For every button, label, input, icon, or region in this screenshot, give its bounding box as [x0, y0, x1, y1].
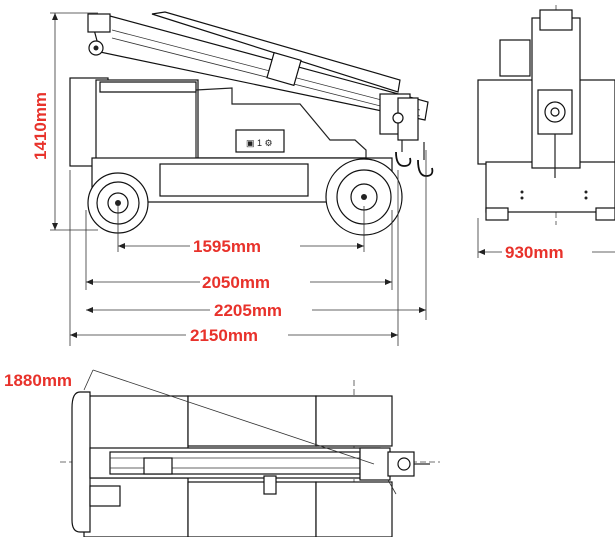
wheelbase-dimension-label: 1595mm: [193, 237, 261, 256]
boom: [87, 11, 429, 141]
top-view: [60, 369, 440, 537]
side-view: ▣ 1 ⚙: [50, 11, 434, 346]
front-view: [477, 5, 615, 258]
height-dimension-label: 1410mm: [31, 92, 50, 160]
svg-text:▣ 1 ⚙: ▣ 1 ⚙: [246, 138, 273, 148]
front-wheel: [87, 172, 149, 234]
length-2205-dimension-label: 2205mm: [214, 301, 282, 320]
overall-length-dimension-label: 2150mm: [190, 326, 258, 345]
width-dimension-label: 930mm: [505, 243, 564, 262]
turn-radius-dimension-label: 1880mm: [4, 371, 72, 390]
length-2050-dimension-label: 2050mm: [202, 273, 270, 292]
hook: [395, 140, 434, 177]
